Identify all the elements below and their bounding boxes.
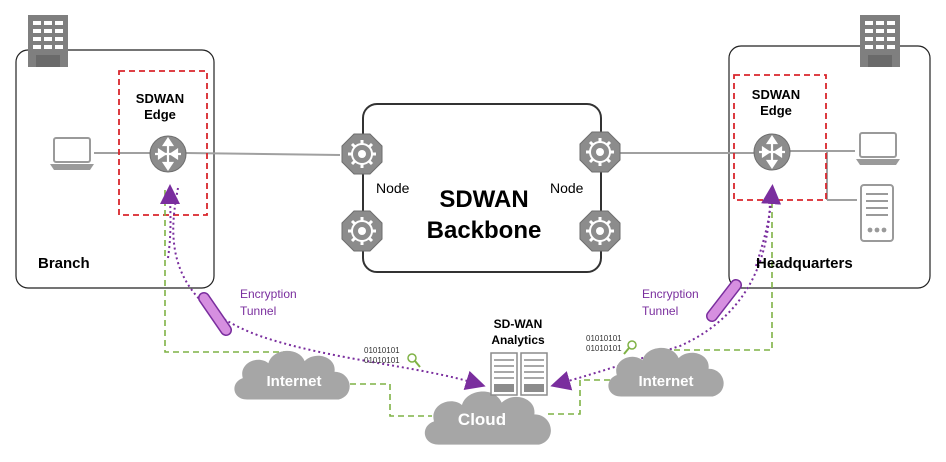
left-magnifier-icon [407,353,421,368]
internet-left-label: Internet [266,373,321,390]
right-binary-line1: 01010101 [586,334,622,343]
internet-right-label: Internet [638,373,693,390]
left-tunnel-label-line2: Tunnel [240,304,276,318]
branch-edge-title-line1: SDWAN [136,91,184,106]
left-binary-line1: 01010101 [364,346,400,355]
node-right-label: Node [550,180,584,196]
wired-links [94,150,857,201]
hq-edge-title-line2: Edge [760,103,792,118]
hq-router-icon [752,132,792,172]
headquarters-label: Headquarters [756,255,853,272]
hq-laptop-icon [856,132,900,166]
left-binary-line2: 01010101 [364,356,400,365]
branch-edge-dashed-box [118,70,208,216]
analytics-server-right-icon [520,352,548,396]
green-dashed-links [164,190,773,417]
right-magnifier-icon [623,340,637,355]
backbone-node-top-left-icon [340,132,384,176]
backbone-box [362,103,602,273]
analytics-title-line1: SD-WAN [494,317,543,331]
analytics-title-line2: Analytics [491,333,545,347]
branch-site-box [15,49,215,289]
hq-edge-title-line1: SDWAN [752,87,800,102]
node-left-label: Node [376,180,410,196]
headquarters-building-icon [860,15,900,67]
center-cloud-label: Cloud [458,410,506,429]
right-tunnel-pipe-icon [706,279,742,322]
backbone-node-top-right-icon [578,130,622,174]
branch-edge-title-line2: Edge [144,107,176,122]
branch-building-icon [28,15,68,67]
branch-router-icon [148,134,188,174]
hq-server-icon [860,184,894,242]
branch-laptop-icon [50,137,94,171]
backbone-node-bottom-right-icon [578,209,622,253]
analytics-server-left-icon [490,352,518,396]
right-binary-line2: 01010101 [586,344,622,353]
left-tunnel-pipe-icon [198,292,232,336]
backbone-node-bottom-left-icon [340,209,384,253]
branch-label: Branch [38,255,90,272]
backbone-title-line2: Backbone [427,217,542,244]
backbone-title-line1: SDWAN [439,186,528,213]
right-tunnel-label-line1: Encryption [642,287,699,301]
encryption-tunnel-paths [160,184,782,391]
right-tunnel-label-line2: Tunnel [642,304,678,318]
headquarters-site-box [728,45,931,289]
left-tunnel-label-line1: Encryption [240,287,297,301]
